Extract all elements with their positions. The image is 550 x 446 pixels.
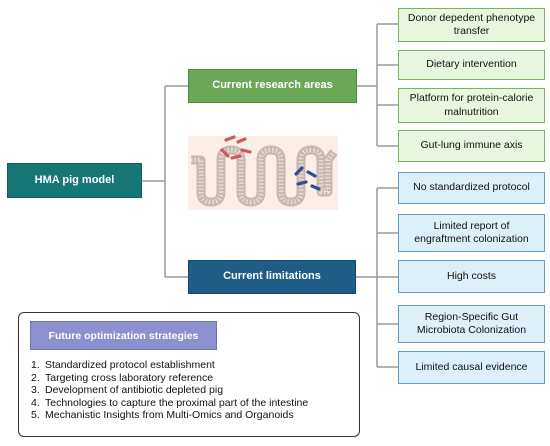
limitation-leaf: High costs [398,260,545,293]
limitation-leaf: Limited causal evidence [398,351,545,384]
future-strategies-panel: Future optimization strategies 1.Standar… [18,312,360,437]
limitation-leaf-label: Limited causal evidence [415,360,528,373]
research-leaf: Platform for protein-calorie malnutritio… [398,88,545,123]
research-areas-label: Current research areas [212,79,333,92]
list-item-text: Development of antibiotic depleted pig [45,384,224,396]
research-leaf-label: Donor depedent phenotype transfer [407,11,536,37]
list-item-text: Standardized protocol establishment [45,359,215,371]
research-leaf-label: Gut-lung immune axis [420,139,523,152]
list-item: 4.Technologies to capture the proximal p… [31,396,309,409]
list-item: 3.Development of antibiotic depleted pig [31,384,224,396]
list-item-text: Mechanistic Insights from Multi-Omics an… [45,409,294,421]
research-leaf-label: Platform for protein-calorie malnutritio… [409,92,534,118]
future-strategies-title: Future optimization strategies [30,321,217,350]
future-strategies-title-label: Future optimization strategies [48,329,199,342]
limitation-leaf-label: Region-Specific Gut Microbiota Colonizat… [416,310,527,336]
limitation-leaf: No standardized protocol [398,172,545,204]
intestinal-villi-with-bacteria-icon [188,135,338,210]
list-item-text: Targeting cross laboratory reference [45,371,214,384]
limitation-leaf-label: High costs [446,269,497,282]
future-strategies-list: 1.Standardized protocol establishment 2.… [31,359,356,422]
list-item: 2.Targeting cross laboratory reference [31,371,214,384]
research-leaf: Dietary intervention [398,50,545,80]
research-areas-node: Current research areas [188,69,357,103]
limitation-leaf: Limited report of engraftment colonizati… [398,214,545,252]
list-item: 5.Mechanistic Insights from Multi-Omics … [31,409,294,421]
research-leaf: Gut-lung immune axis [398,130,545,162]
list-item: 1.Standardized protocol establishment [31,359,215,371]
limitations-node: Current limitations [188,260,356,294]
root-label: HMA pig model [34,173,115,186]
limitation-leaf-label: No standardized protocol [413,181,530,194]
list-item-text: Technologies to capture the proximal par… [45,396,309,409]
limitation-leaf: Region-Specific Gut Microbiota Colonizat… [398,305,545,343]
limitation-leaf-label: Limited report of engraftment colonizati… [414,219,529,245]
research-leaf: Donor depedent phenotype transfer [398,8,545,42]
root-node: HMA pig model [7,163,142,198]
limitations-label: Current limitations [223,270,321,283]
research-leaf-label: Dietary intervention [426,58,517,71]
